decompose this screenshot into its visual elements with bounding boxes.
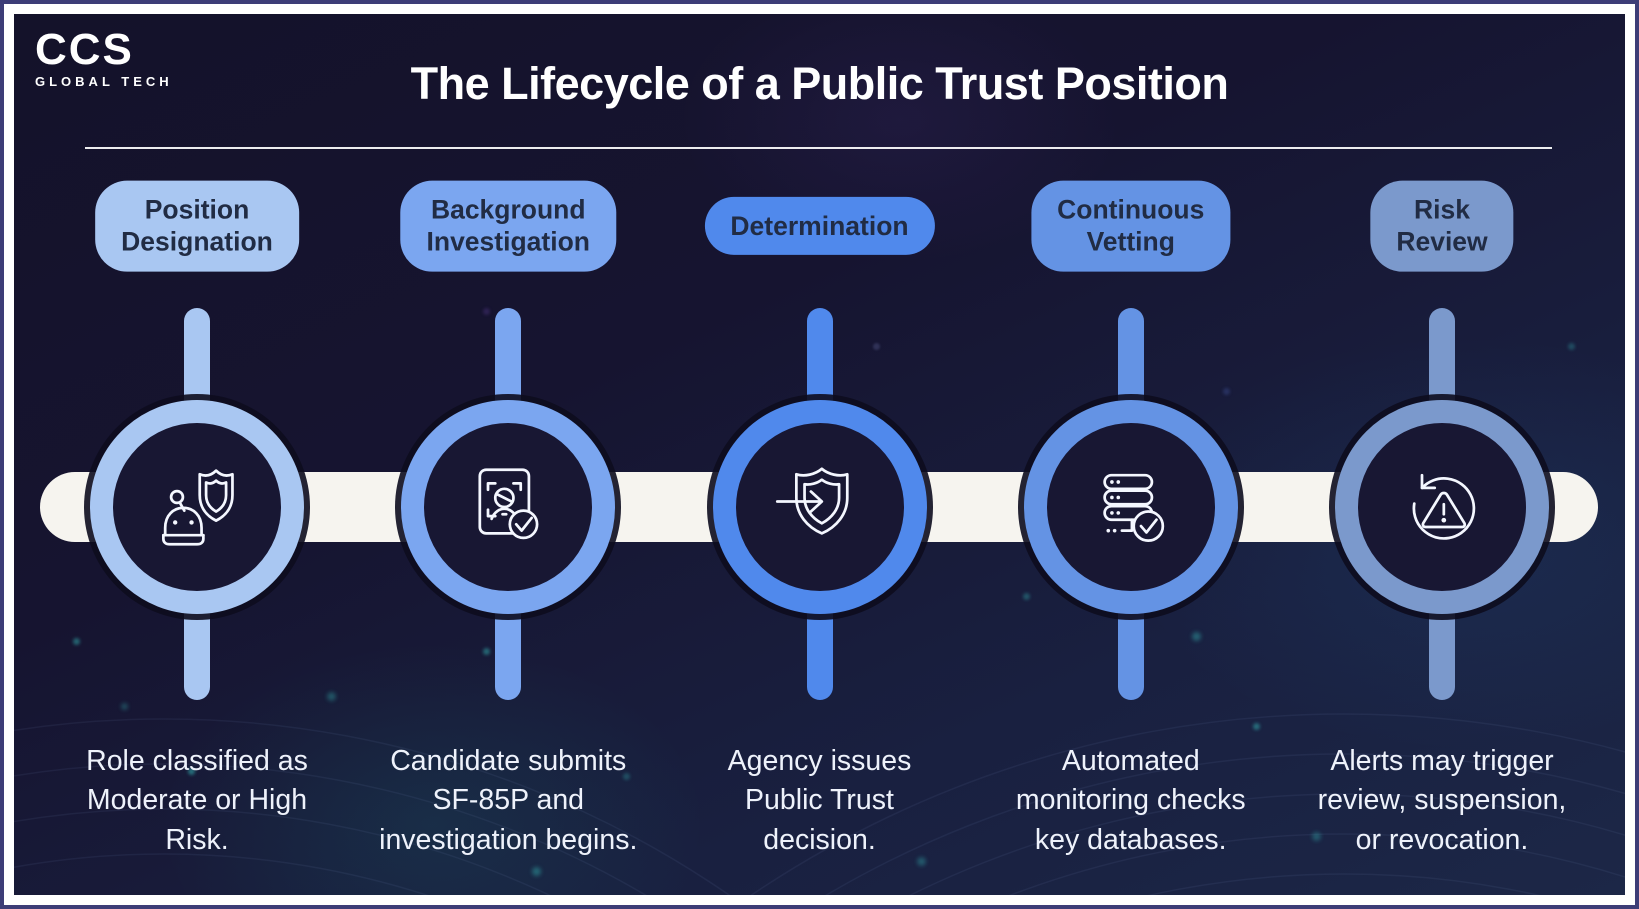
background-glow-dots [14, 14, 19, 19]
stage-pill: Determination [704, 196, 935, 256]
shield-arrow-icon [775, 467, 849, 535]
stage-continuous-vetting: Continuous Vetting [981, 14, 1281, 895]
robot-shield-icon [162, 469, 234, 546]
stage-description: Alerts may trigger review, suspension, o… [1317, 745, 1567, 856]
stage-label: Continuous Vetting [1057, 194, 1205, 257]
stage-pill: Risk Review [1370, 180, 1514, 272]
brand-logo: CCS GLOBAL TECH [35, 25, 173, 90]
stage-circle [1335, 400, 1549, 614]
stage-circle [712, 400, 927, 614]
stage-description: Role classified as Moderate or High Risk… [86, 745, 308, 856]
stage-background-investigation: Background Investigation [358, 14, 658, 895]
infographic-canvas: CCS GLOBAL TECH The Lifecycle of a Publi… [14, 14, 1625, 895]
stage-label: Position Designation [121, 194, 273, 257]
stage-pill: Continuous Vetting [1031, 180, 1231, 272]
stage-label: Background Investigation [426, 194, 590, 257]
stage-description: Agency issues Public Trust decision. [727, 745, 912, 856]
stage-circle [90, 400, 304, 614]
database-check-icon [1103, 473, 1164, 542]
stage-description: Automated monitoring checks key database… [1015, 745, 1246, 856]
alert-refresh-icon [1412, 473, 1476, 540]
stage-pill: Position Designation [95, 180, 299, 272]
stage-circle [1023, 400, 1238, 614]
id-verification-check-icon [478, 468, 539, 540]
title-separator-line [85, 147, 1552, 149]
stage-label: Risk Review [1396, 194, 1488, 257]
stage-determination: Determination Agency issues Public Trust… [670, 14, 970, 895]
stage-pill: Background Investigation [400, 180, 616, 272]
stage-circle [401, 400, 616, 614]
stage-description: Candidate submits SF-85P and investigati… [379, 745, 638, 856]
stage-label: Determination [730, 210, 909, 241]
brand-subtitle: GLOBAL TECH [35, 74, 173, 89]
stage-row: Position Designation [47, 14, 1592, 895]
stage-risk-review: Risk Review Alerts may trigger review, s… [1292, 14, 1592, 895]
brand-name: CCS [35, 25, 134, 74]
page-title: The Lifecycle of a Public Trust Position [410, 58, 1229, 109]
stage-position-designation: Position Designation [47, 14, 347, 895]
background-wave-pattern [14, 713, 1625, 895]
